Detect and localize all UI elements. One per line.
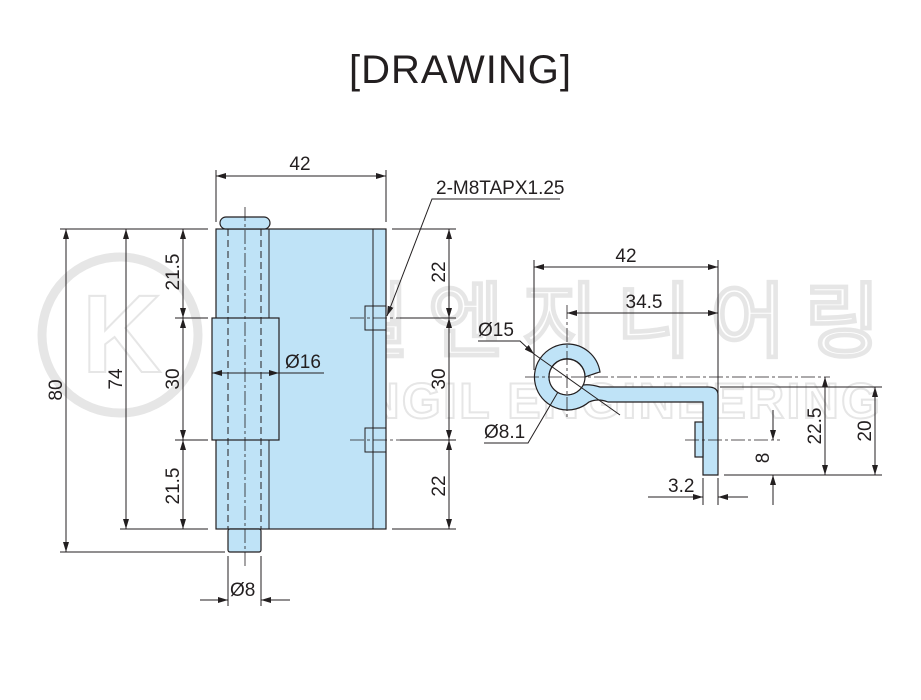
hinge-leaf-profile bbox=[533, 343, 719, 476]
side-dim-height-center: 22.5 bbox=[805, 408, 826, 445]
side-view: 42 34.5 22.5 20 8 3.2 Ø15 Ø8.1 bbox=[478, 246, 882, 505]
dim-knuckle-dia: Ø16 bbox=[285, 352, 321, 373]
knuckle bbox=[211, 317, 280, 441]
watermark-logo-icon bbox=[37, 252, 203, 418]
drawing-title: [DRAWING] bbox=[348, 48, 573, 92]
dim-hole-mid: 30 bbox=[429, 368, 450, 389]
dim-knuckle-mid: 30 bbox=[163, 368, 184, 389]
watermark-logo-letter: K bbox=[82, 273, 161, 396]
pin-end bbox=[227, 528, 262, 553]
dim-height-plate: 74 bbox=[106, 368, 127, 390]
side-dim-width: 42 bbox=[615, 246, 636, 267]
tap-note: 2-M8TAPX1.25 bbox=[436, 178, 564, 199]
side-dim-height: 20 bbox=[855, 420, 876, 441]
dim-hole-bottom: 22 bbox=[429, 475, 450, 496]
tap-boss bbox=[694, 421, 704, 458]
dim-knuckle-top: 21.5 bbox=[163, 254, 184, 291]
dim-knuckle-bottom: 21.5 bbox=[163, 468, 184, 505]
side-dim-center: 34.5 bbox=[626, 292, 663, 313]
dim-width: 42 bbox=[289, 154, 310, 175]
side-dim-thickness: 3.2 bbox=[668, 476, 694, 497]
dim-height-total: 80 bbox=[46, 379, 67, 400]
dim-pin-dia: Ø8 bbox=[230, 580, 255, 601]
side-dim-outer-dia: Ø15 bbox=[478, 320, 514, 341]
front-view: 42 80 74 21.5 30 21.5 22 30 22 Ø16 Ø8 2-… bbox=[46, 154, 564, 606]
side-dim-hole-height: 8 bbox=[753, 453, 774, 464]
dim-hole-top: 22 bbox=[429, 261, 450, 282]
side-dim-inner-dia: Ø8.1 bbox=[484, 422, 525, 443]
